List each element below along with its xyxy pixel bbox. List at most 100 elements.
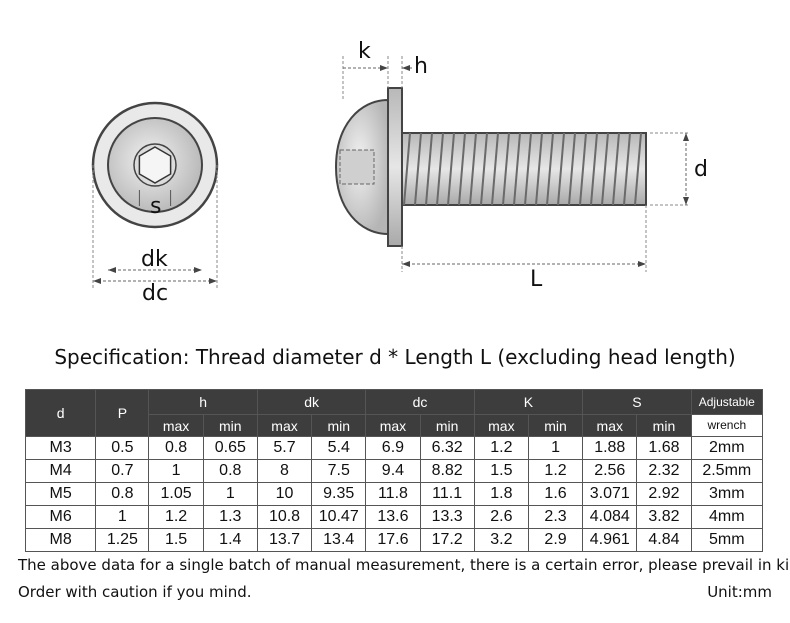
table-cell: 2.3 (527, 505, 584, 529)
table-cell: 9.35 (311, 482, 367, 506)
dk-label: dk (141, 247, 168, 272)
table-cell: 5.4 (311, 436, 367, 460)
col-d-header: d (24, 389, 97, 437)
table-cell: 1.8 (473, 482, 529, 506)
spec-table: d P h dk dc K S Adjustable max min max m… (24, 389, 764, 552)
table-cell: M5 (24, 482, 97, 506)
table-cell: 9.4 (365, 459, 421, 483)
table-cell: 1.5 (473, 459, 529, 483)
table-cell: 5.7 (256, 436, 313, 460)
table-cell: 4.084 (582, 505, 638, 529)
table-cell: 1 (202, 482, 258, 506)
k-label: k (358, 39, 371, 64)
table-cell: 1.3 (202, 505, 258, 529)
group-dc-header: dc (365, 389, 475, 415)
table-cell: 3.82 (636, 505, 692, 529)
col-p-header: P (95, 389, 150, 437)
table-cell: 11.8 (365, 482, 421, 506)
table-cell: 17.6 (365, 528, 421, 552)
spec-title: Specification: Thread diameter d * Lengt… (54, 345, 736, 369)
table-cell: 1 (95, 505, 150, 529)
L-label: L (530, 267, 543, 292)
dc-label: dc (142, 281, 168, 306)
table-cell: 1.5 (148, 528, 204, 552)
min-header: min (311, 414, 367, 437)
s-label: s (150, 194, 161, 219)
table-cell: 13.6 (365, 505, 421, 529)
thread-lines (403, 132, 642, 206)
h-label: h (414, 54, 428, 79)
front-view: s dk dc (91, 101, 219, 306)
table-cell: 2.5mm (690, 459, 764, 483)
max-header: max (365, 414, 421, 437)
measurement-note: The above data for a single batch of man… (18, 556, 790, 574)
min-header: min (419, 414, 475, 437)
max-header: max (148, 414, 204, 437)
min-header: min (527, 414, 584, 437)
d-label: d (694, 157, 708, 182)
table-cell: 6.32 (419, 436, 475, 460)
table-cell: 0.5 (95, 436, 150, 460)
table-cell: 11.1 (419, 482, 475, 506)
table-cell: 1.25 (95, 528, 150, 552)
table-cell: 3.071 (582, 482, 638, 506)
table-cell: 1 (527, 436, 584, 460)
table-cell: 2.9 (527, 528, 584, 552)
group-k-header: K (473, 389, 584, 415)
group-h-header: h (148, 389, 258, 415)
table-cell: 4.961 (582, 528, 638, 552)
header-row-maxmin: max min max min max min max min max min … (26, 414, 764, 437)
table-cell: 3mm (690, 482, 764, 506)
table-cell: 13.7 (256, 528, 313, 552)
table-cell: 7.5 (311, 459, 367, 483)
table-cell: 1 (148, 459, 204, 483)
min-header: min (202, 414, 258, 437)
table-cell: 0.8 (148, 436, 204, 460)
table-cell: 1.88 (582, 436, 638, 460)
table-cell: M8 (24, 528, 97, 552)
side-view: d L k h (334, 39, 708, 292)
table-cell: 10.8 (256, 505, 313, 529)
screw-technical-drawing: s dk dc (91, 39, 708, 306)
table-cell: 17.2 (419, 528, 475, 552)
table-cell: 3.2 (473, 528, 529, 552)
table-cell: 8 (256, 459, 313, 483)
table-cell: 8.82 (419, 459, 475, 483)
table-cell: 4.84 (636, 528, 692, 552)
wrench-header-bottom: wrench (690, 414, 764, 437)
unit-label: Unit:mm (707, 583, 772, 601)
table-cell: M6 (24, 505, 97, 529)
hex-socket (138, 146, 172, 184)
caution-note: Order with caution if you mind. (18, 583, 252, 601)
table-cell: 0.8 (202, 459, 258, 483)
table-cell: M3 (24, 436, 97, 460)
wrench-header-top: Adjustable (690, 389, 764, 415)
table-cell: 13.3 (419, 505, 475, 529)
table-cell: 6.9 (365, 436, 421, 460)
table-cell: 13.4 (311, 528, 367, 552)
header-row-groups: d P h dk dc K S Adjustable (24, 389, 764, 437)
table-cell: 5mm (690, 528, 764, 552)
max-header: max (473, 414, 529, 437)
flange (387, 87, 403, 247)
table-cell: 0.8 (95, 482, 150, 506)
max-header: max (256, 414, 313, 437)
table-cell: M4 (24, 459, 97, 483)
table-cell: 2.32 (636, 459, 692, 483)
table-cell: 1.6 (527, 482, 584, 506)
table-cell: 2.56 (582, 459, 638, 483)
table-cell: 4mm (690, 505, 764, 529)
table-cell: 0.7 (95, 459, 150, 483)
table-cell: 10 (256, 482, 313, 506)
table-cell: 10.47 (311, 505, 367, 529)
min-header: min (636, 414, 692, 437)
table-cell: 2.6 (473, 505, 529, 529)
table-cell: 1.4 (202, 528, 258, 552)
table-cell: 1.2 (148, 505, 204, 529)
table-cell: 0.65 (202, 436, 258, 460)
